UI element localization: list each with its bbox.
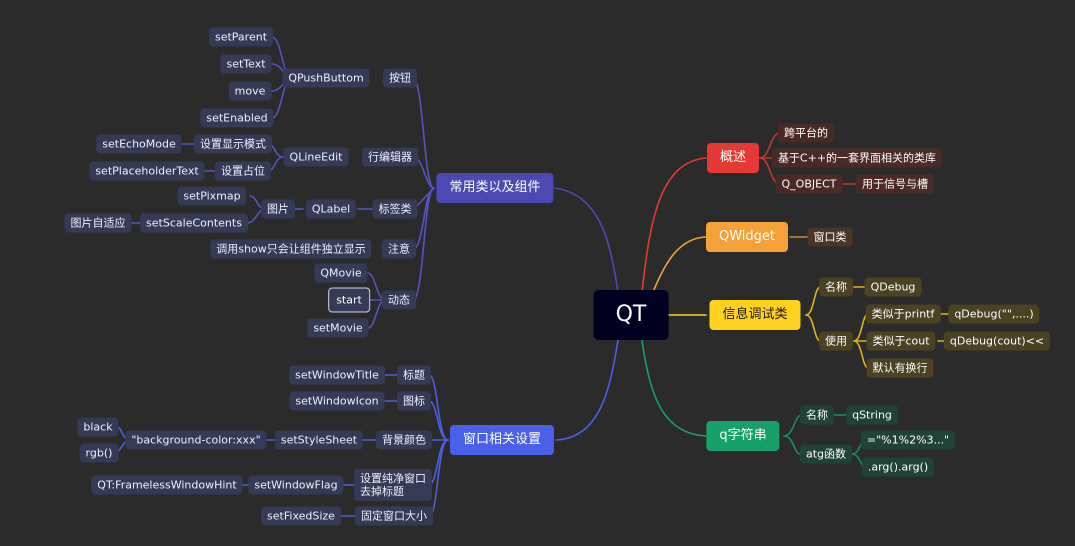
branch-qstring[interactable]: q字符串	[706, 421, 780, 451]
node-setstylesheet[interactable]: setStyleSheet	[274, 430, 364, 450]
node-title[interactable]: 标题	[397, 365, 431, 385]
node-qstring-name-label[interactable]: 名称	[800, 405, 834, 425]
node-label-class[interactable]: 标签类	[372, 199, 418, 219]
node-setplaceholdertext[interactable]: setPlaceholderText	[89, 161, 205, 181]
node-setparent[interactable]: setParent	[208, 27, 274, 47]
frameless-desc-line1: 设置纯净窗口	[360, 472, 426, 485]
edge-root-common	[554, 187, 619, 293]
edge-root-window	[555, 339, 619, 441]
node-like-printf[interactable]: 类似于printf	[865, 304, 941, 324]
node-arg-function[interactable]: atg函数	[799, 444, 853, 464]
node-qpushbuttom[interactable]: QPushButtom	[282, 68, 370, 88]
node-setpixmap[interactable]: setPixmap	[177, 186, 247, 206]
node-setscalecontents[interactable]: setScaleContents	[140, 213, 248, 233]
node-rgb[interactable]: rgb()	[79, 443, 119, 463]
node-debug-use-label[interactable]: 使用	[819, 331, 853, 351]
edges-debug	[805, 286, 956, 369]
node-qmovie[interactable]: QMovie	[314, 263, 368, 283]
edge-root-overview	[641, 157, 707, 293]
node-frameless-desc[interactable]: 设置纯净窗口 去掉标题	[354, 469, 432, 501]
node-setfixedsize[interactable]: setFixedSize	[261, 506, 341, 526]
node-cpp-library[interactable]: 基于C++的一套界面相关的类库	[771, 148, 943, 168]
node-q-object[interactable]: Q_OBJECT	[775, 174, 843, 194]
node-setmovie[interactable]: setMovie	[307, 318, 369, 338]
branch-qwidget[interactable]: QWidget	[705, 222, 789, 252]
node-move[interactable]: move	[228, 81, 272, 101]
node-cross-platform[interactable]: 跨平台的	[778, 123, 834, 143]
root-node-qt[interactable]: QT	[593, 290, 669, 340]
branch-window-settings[interactable]: 窗口相关设置	[449, 425, 555, 455]
node-debug-name-label[interactable]: 名称	[819, 277, 853, 297]
node-setwindowflag[interactable]: setWindowFlag	[248, 475, 344, 495]
node-line-editor[interactable]: 行编辑器	[362, 147, 418, 167]
node-arg-format[interactable]: ="%1%2%3..."	[860, 430, 956, 450]
node-qlineedit[interactable]: QLineEdit	[283, 147, 349, 167]
node-show-note[interactable]: 调用show只会让组件独立显示	[210, 239, 372, 259]
node-background-value[interactable]: "background-color:xxx"	[125, 430, 267, 450]
node-frameless-hint[interactable]: QT:FramelessWindowHint	[91, 475, 243, 495]
node-qstring-value[interactable]: qString	[846, 405, 898, 425]
node-qlabel[interactable]: QLabel	[305, 199, 357, 219]
node-settext[interactable]: setText	[220, 54, 272, 74]
node-setechomode[interactable]: setEchoMode	[96, 134, 182, 154]
node-qdebug[interactable]: QDebug	[864, 277, 922, 297]
node-window-class[interactable]: 窗口类	[807, 227, 853, 247]
node-setwindowicon[interactable]: setWindowIcon	[289, 391, 385, 411]
node-button[interactable]: 按钮	[383, 68, 417, 88]
node-qdebug-printf[interactable]: qDebug("",....)	[948, 304, 1040, 324]
node-background-color[interactable]: 背景颜色	[376, 430, 432, 450]
node-default-newline[interactable]: 默认有换行	[866, 358, 934, 378]
node-echo-desc[interactable]: 设置显示模式	[194, 134, 272, 154]
frameless-desc-line2: 去掉标题	[360, 485, 404, 498]
branch-common-components[interactable]: 常用类以及组件	[436, 173, 554, 203]
node-fixed-size[interactable]: 固定窗口大小	[355, 506, 433, 526]
branch-debug[interactable]: 信息调试类	[709, 300, 801, 330]
node-note[interactable]: 注意	[382, 239, 416, 259]
branch-overview[interactable]: 概述	[706, 143, 760, 173]
node-icon[interactable]: 图标	[397, 391, 431, 411]
edge-root-qstring	[641, 339, 707, 437]
node-arg-chain[interactable]: .arg().arg()	[861, 457, 935, 477]
node-image[interactable]: 图片	[261, 199, 295, 219]
node-signal-slot[interactable]: 用于信号与槽	[856, 174, 934, 194]
node-setenabled[interactable]: setEnabled	[200, 108, 274, 128]
node-animation[interactable]: 动态	[382, 290, 416, 310]
node-placeholder-desc[interactable]: 设置占位	[215, 161, 271, 181]
node-like-cout[interactable]: 类似于cout	[866, 331, 936, 351]
node-setwindowtitle[interactable]: setWindowTitle	[289, 365, 385, 385]
node-black[interactable]: black	[77, 417, 119, 437]
node-image-adaptive[interactable]: 图片自适应	[64, 213, 132, 233]
node-qdebug-cout[interactable]: qDebug(cout)<<	[943, 331, 1051, 351]
node-start[interactable]: start	[328, 287, 370, 313]
